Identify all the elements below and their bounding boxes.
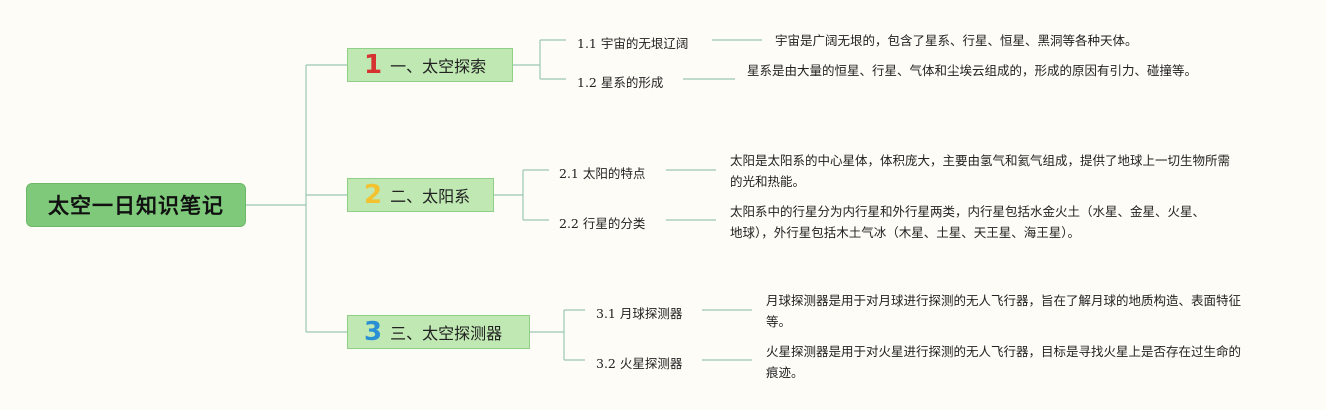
connector-branch-3-children	[530, 309, 585, 361]
branch-title-1: 一、太空探索	[390, 57, 487, 76]
subtopic-1-1[interactable]: 1.1 宇宙的无垠辽阔	[577, 36, 689, 51]
branch-node-2[interactable]: 2 二、太阳系	[347, 178, 494, 212]
connector-branch-2-leaves	[666, 169, 716, 221]
connector-branch-2-children	[494, 169, 549, 221]
leaf-2-1: 太阳是太阳系的中心星体，体积庞大，主要由氢气和氦气组成，提供了地球上一切生物所需…	[730, 153, 1231, 189]
leaf-3-1: 月球探测器是用于对月球进行探测的无人飞行器，旨在了解月球的地质构造、表面特征等。	[766, 293, 1242, 329]
leaf-1-2: 星系是由大量的恒星、行星、气体和尘埃云组成的，形成的原因有引力、碰撞等。	[747, 63, 1198, 78]
branch-title-2: 二、太阳系	[390, 187, 471, 206]
subtopic-3-1[interactable]: 3.1 月球探测器	[596, 306, 683, 321]
connector-branch-3-leaves	[702, 309, 752, 361]
subtopic-2-1[interactable]: 2.1 太阳的特点	[559, 166, 646, 181]
leaf-2-2: 太阳系中的行星分为内行星和外行星两类，内行星包括水金火土（水星、金星、火星、地球…	[730, 204, 1206, 240]
branch-node-3[interactable]: 3 三、太空探测器	[347, 315, 530, 349]
connector-branch-1-children	[513, 39, 566, 80]
root-node[interactable]: 太空一日知识笔记	[26, 183, 246, 227]
branch-number-3: 3	[364, 317, 383, 347]
branch-node-1[interactable]: 1 一、太空探索	[347, 48, 513, 82]
branch-number-2: 2	[364, 180, 383, 210]
branch-number-1: 1	[364, 50, 383, 80]
connector-branch-1-leaves	[683, 39, 762, 80]
branch-title-3: 三、太空探测器	[390, 324, 503, 343]
leaf-1-1: 宇宙是广阔无垠的，包含了星系、行星、恒星、黑洞等各种天体。	[775, 33, 1138, 48]
subtopic-1-2[interactable]: 1.2 星系的形成	[577, 75, 664, 90]
subtopic-2-2[interactable]: 2.2 行星的分类	[559, 216, 646, 231]
leaf-3-2: 火星探测器是用于对火星进行探测的无人飞行器，目标是寻找火星上是否存在过生命的痕迹…	[766, 344, 1242, 380]
subtopic-3-2[interactable]: 3.2 火星探测器	[596, 356, 683, 371]
